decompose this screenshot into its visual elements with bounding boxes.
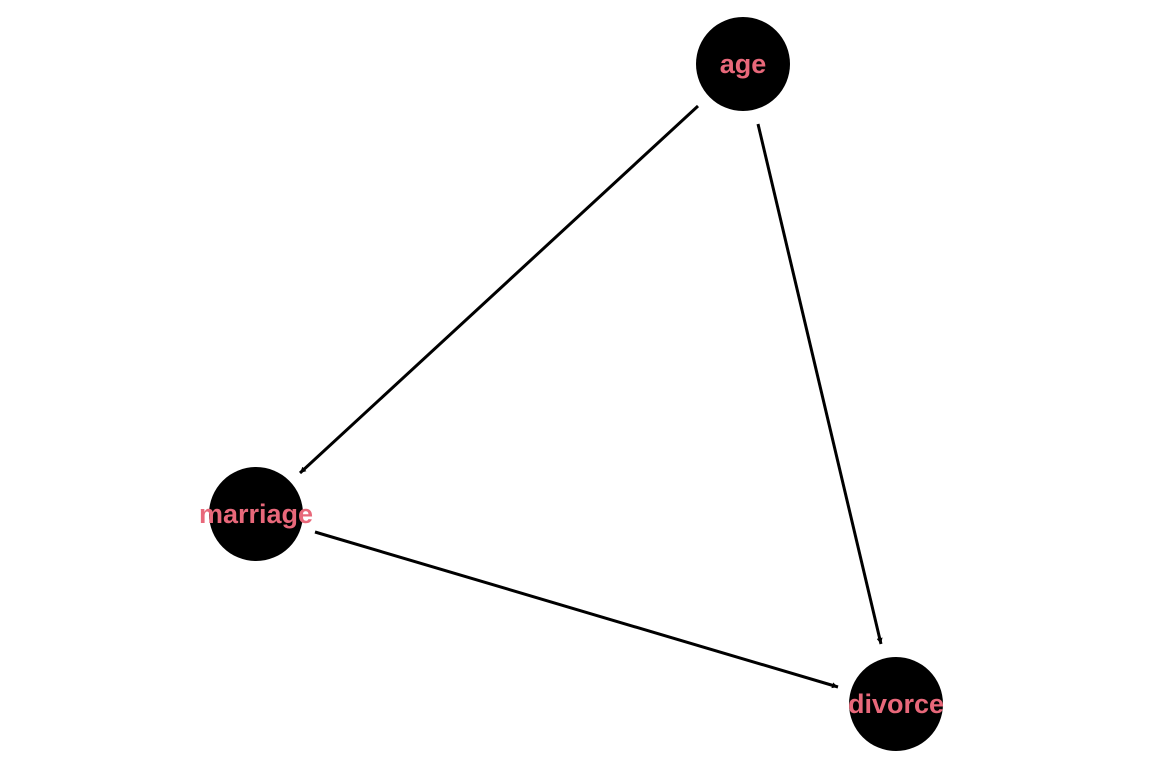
edge-age-to-marriage xyxy=(298,104,700,475)
node-marriage: marriage xyxy=(199,467,313,561)
edges xyxy=(298,104,883,689)
node-marriage-circle xyxy=(209,467,303,561)
node-age: age xyxy=(696,17,790,111)
node-marriage-label: marriage xyxy=(199,499,313,529)
edge-age-to-divorce xyxy=(756,123,883,645)
node-divorce: divorce xyxy=(848,657,944,751)
edge-marriage-to-divorce xyxy=(314,530,839,689)
node-divorce-circle xyxy=(849,657,943,751)
node-age-circle xyxy=(696,17,790,111)
node-divorce-label: divorce xyxy=(848,689,944,719)
node-age-label: age xyxy=(720,49,767,79)
